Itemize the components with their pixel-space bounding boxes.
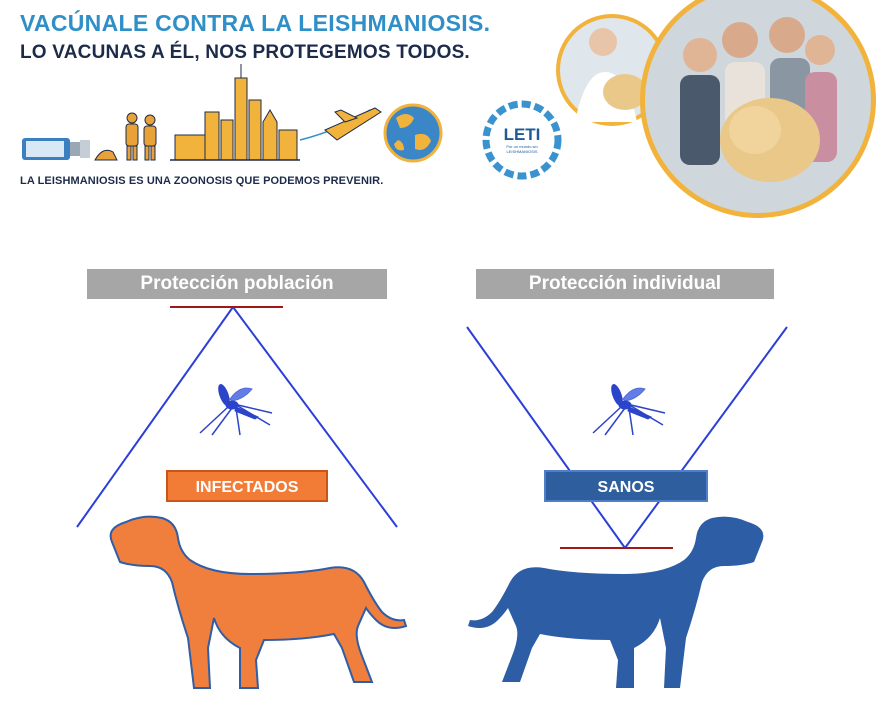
banner-headline: VACÚNALE CONTRA LA LEISHMANIOSIS. xyxy=(20,10,491,36)
sanos-box: SANOS xyxy=(544,470,708,502)
infectados-box: INFECTADOS xyxy=(166,470,328,502)
leti-logo xyxy=(482,100,562,180)
vet-photo xyxy=(556,14,668,126)
dog-silhouette xyxy=(109,515,408,689)
right-protection-cone xyxy=(466,326,788,549)
family-dog-illustration-icon xyxy=(94,112,157,161)
banner-tagline: LA LEISHMANIOSIS ES UNA ZOONOSIS QUE POD… xyxy=(20,175,384,187)
globe-icon xyxy=(383,103,443,163)
left-protection-cone xyxy=(76,306,398,528)
mosquito-icon xyxy=(199,384,273,436)
mosquito-icon xyxy=(592,384,666,436)
leti-logo-label: LETI Por un mundo sin LEISHMANIOSIS xyxy=(500,125,544,155)
leti-logo-small-text: Por un mundo sin LEISHMANIOSIS xyxy=(506,144,538,154)
dog-silhouette xyxy=(468,516,764,688)
vaccine-vial-icon xyxy=(22,138,90,160)
family-photo xyxy=(640,0,876,218)
airplane-icon xyxy=(299,107,382,141)
banner-subheadline: LO VACUNAS A ÉL, NOS PROTEGEMOS TODOS. xyxy=(20,42,470,63)
city-skyline-icon xyxy=(170,64,300,161)
left-panel-title: Protección población xyxy=(87,269,387,299)
right-panel-title: Protección individual xyxy=(476,269,774,299)
leti-logo-text: LETI xyxy=(503,125,541,144)
